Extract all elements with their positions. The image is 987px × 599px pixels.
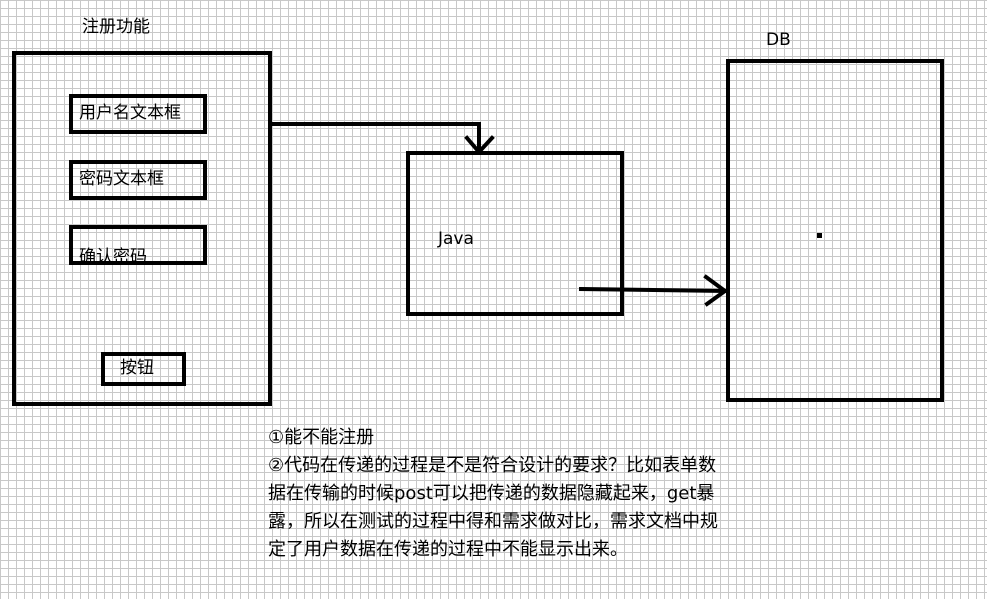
submit-button-box: 按钮 — [101, 352, 186, 386]
db-label: DB — [766, 30, 791, 50]
confirm-password-textbox: 确认密码 — [69, 225, 207, 267]
registration-form-box — [12, 51, 272, 406]
java-label: Java — [438, 229, 474, 249]
username-textbox-label: 用户名文本框 — [79, 103, 181, 123]
note-line-4: 露，所以在测试的过程中得和需求做对比，需求文档中规 — [268, 511, 718, 532]
java-to-db-arrow — [578, 274, 729, 307]
db-box — [726, 59, 944, 402]
password-textbox: 密码文本框 — [69, 160, 207, 200]
db-dot — [817, 233, 822, 238]
form-title: 注册功能 — [82, 17, 150, 37]
note-line-3: 据在传输的时候post可以把传递的数据隐藏起来，get暴 — [268, 483, 715, 504]
submit-button-label: 按钮 — [120, 358, 154, 378]
note-line-2: ②代码在传递的过程是不是符合设计的要求？比如表单数 — [268, 455, 717, 476]
java-box — [406, 151, 624, 316]
form-to-java-arrow — [270, 122, 495, 156]
note-line-5: 定了用户数据在传递的过程中不能显示出来。 — [268, 539, 628, 560]
note-line-1: ①能不能注册 — [268, 427, 375, 448]
password-textbox-label: 密码文本框 — [79, 169, 164, 189]
notes-block: ①能不能注册 ②代码在传递的过程是不是符合设计的要求？比如表单数 据在传输的时候… — [268, 424, 788, 564]
username-textbox: 用户名文本框 — [69, 94, 207, 134]
confirm-password-label: 确认密码 — [79, 247, 147, 267]
